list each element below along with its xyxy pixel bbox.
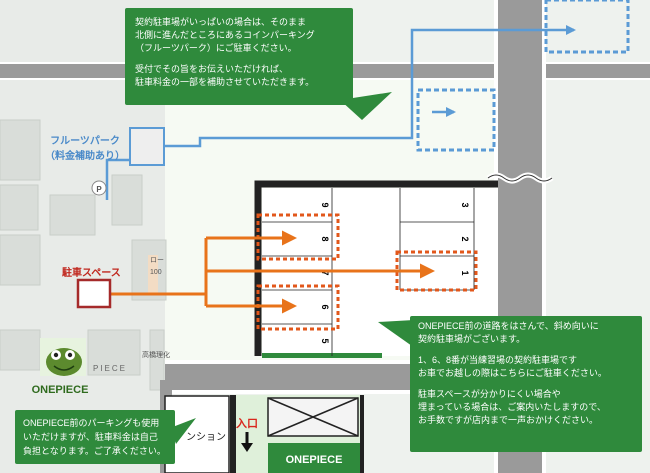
callout-right-line-9: お手数ですが店内まで一声おかけください。 [418, 415, 599, 425]
onepiece-building [268, 443, 360, 473]
stall-number-7: 7 [320, 270, 330, 275]
entrance-label: 入口 [236, 417, 258, 430]
p-marker-icon [91, 180, 107, 196]
onepiece-wall-right [360, 395, 364, 473]
onepiece-parking-cross [267, 397, 359, 437]
callout-top-line-1: 契約駐車場がいっぱいの場合は、そのまま [135, 17, 307, 27]
map-text-ro: ロー [150, 257, 164, 264]
map-orange-block [148, 255, 158, 293]
callout-top-line-2: 北側に進んだところにあるコインパーキング [135, 30, 315, 40]
stall-number-3: 3 [460, 202, 470, 207]
onepiece-logo-text: ONEPIECE [32, 384, 89, 396]
left-stalls [262, 188, 333, 356]
map-text-kishin: 高橋理化 [142, 350, 170, 359]
fruits-park-marker [129, 127, 165, 166]
callout-bottom-line-3: 負担となります。ご了承ください。 [23, 446, 166, 456]
stall-number-2: 2 [460, 236, 470, 241]
fruits-park-route [105, 25, 576, 200]
callout-top-tail [340, 92, 392, 120]
stall-number-5: 5 [320, 338, 330, 343]
stall-number-8: 8 [320, 236, 330, 241]
callout-right-line-4: 1、6、8番が当練習場の契約駐車場です [418, 355, 578, 365]
onepiece-logo-icon [40, 338, 86, 376]
callout-right-spacer-2 [418, 380, 634, 388]
callout-right-line-8: 埋まっている場合は、ご案内いたしますので、 [418, 402, 606, 412]
p-marker-label: P [96, 185, 102, 194]
callout-top-line-5: 受付でその旨をお伝えいただければ、 [135, 64, 289, 74]
fruits-park-spots [416, 0, 630, 152]
callout-top-line-3: （フルーツパーク）にご駐車ください。 [135, 43, 297, 53]
parking-space-legend-box [76, 278, 112, 309]
map-buildings [0, 119, 167, 391]
callout-right-line-7: 駐車スペースが分かりにくい場合や [418, 389, 561, 399]
callout-onepiece-parking-info: ONEPIECE前のパーキングも使用 いただけますが、駐車料金は自己 負担となり… [15, 410, 175, 464]
callout-right-line-1: ONEPIECE前の道路をはさんで、斜め向いに [418, 321, 599, 331]
parking-space-arrows [110, 230, 435, 314]
stall-number-1: 1 [460, 270, 470, 275]
callout-fruits-park-info: 契約駐車場がいっぱいの場合は、そのまま 北側に進んだところにあるコインパーキング… [125, 8, 353, 105]
fruits-park-label-line1: フルーツパーク [50, 136, 120, 147]
road-break-line [487, 174, 553, 182]
callout-right-line-5: お車でお越しの際はこちらにご駐車ください。 [418, 368, 607, 378]
callout-right-line-2: 契約駐車場がございます。 [418, 334, 526, 344]
fruits-park-label-line2: （料金補助あり） [45, 151, 125, 162]
callout-bottom-left-tail [170, 418, 196, 444]
callout-contract-parking-info: ONEPIECE前の道路をはさんで、斜め向いに 契約駐車場がございます。 1、6… [410, 316, 642, 452]
onepiece-wall [230, 395, 236, 473]
fruits-park-label: フルーツパーク （料金補助あり） [40, 132, 130, 162]
onepiece-building-label: ONEPIECE [286, 454, 343, 466]
map-text-100: 100 [150, 269, 162, 276]
callout-top-spacer [135, 55, 343, 63]
right-stalls [399, 188, 475, 291]
stall-number-6: 6 [320, 304, 330, 309]
entrance-arrow-head [241, 443, 253, 452]
callout-right-spacer-1 [418, 346, 634, 354]
callout-top-line-6: 駐車料金の一部を補助させていただきます。 [135, 77, 315, 87]
parking-space-label: 駐車スペース [62, 268, 121, 279]
stall-number-9: 9 [320, 202, 330, 207]
callout-bottom-line-1: ONEPIECE前のパーキングも使用 [23, 418, 160, 428]
callout-right-tail [378, 320, 414, 346]
piece-sign: PIECE [93, 364, 127, 373]
mansion-label: ンション [186, 432, 226, 443]
callout-bottom-line-2: いただけますが、駐車料金は自己 [23, 432, 158, 442]
